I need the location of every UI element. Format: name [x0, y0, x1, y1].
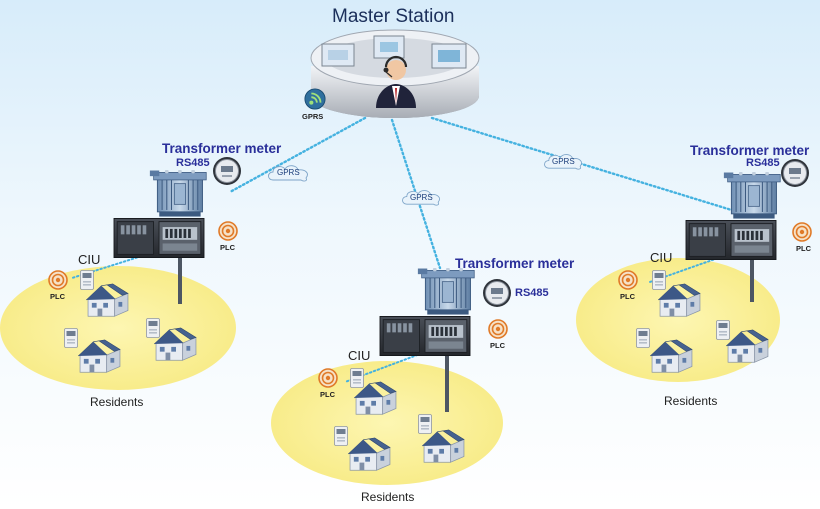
gprs-link-label: GPRS: [410, 193, 433, 202]
meter-icon: [350, 368, 364, 388]
plc-icon: [792, 222, 812, 242]
meter-icon: [146, 318, 160, 338]
meter-icon: [80, 270, 94, 290]
residents-label: Residents: [90, 395, 144, 409]
poles: [178, 240, 754, 412]
meter-icon: [652, 270, 666, 290]
residents-label: Residents: [664, 394, 718, 408]
meter-icon: [716, 320, 730, 340]
plc-icon: [318, 368, 338, 388]
meter-icon: [636, 328, 650, 348]
plc-label: PLC: [620, 292, 635, 301]
plc-label: PLC: [220, 243, 235, 252]
plc-label: PLC: [796, 244, 811, 253]
resident-zone-center: [271, 361, 503, 485]
rs485-label: RS485: [176, 157, 210, 169]
transformer-meter-label: Transformer meter: [162, 141, 282, 156]
gprs-link-label: GPRS: [552, 157, 575, 166]
rs485-label: RS485: [515, 287, 549, 299]
plc-icon: [218, 221, 238, 241]
ciu-label: CIU: [348, 348, 371, 363]
plc-label: PLC: [50, 292, 65, 301]
concentrator-icon: [113, 218, 205, 258]
plc-icon: [488, 319, 508, 339]
transformer-icon: [723, 172, 781, 220]
operator-icon: [376, 55, 416, 108]
residents-label: Residents: [361, 490, 415, 504]
meter-icon: [482, 278, 512, 308]
meter-icon: [334, 426, 348, 446]
plc-label: PLC: [490, 341, 505, 350]
rs485-label: RS485: [746, 157, 780, 169]
plc-icon: [48, 270, 68, 290]
ciu-label: CIU: [650, 250, 673, 265]
master-station-title: Master Station: [332, 6, 455, 27]
gprs-link-label: GPRS: [277, 168, 300, 177]
meter-icon: [780, 158, 810, 188]
transformer-icon: [417, 268, 475, 316]
meter-icon: [64, 328, 78, 348]
gprs-wireless-icon: [304, 88, 326, 110]
ciu-label: CIU: [78, 252, 101, 267]
concentrator-icon: [685, 220, 777, 260]
meter-icon: [212, 156, 242, 186]
resident-zone-left: [0, 266, 236, 390]
meter-icon: [418, 414, 432, 434]
transformer-icon: [149, 170, 207, 218]
gprs-label: GPRS: [302, 112, 324, 121]
plc-icon: [618, 270, 638, 290]
concentrator-icon: [379, 316, 471, 356]
transformer-meter-label: Transformer meter: [455, 256, 575, 271]
plc-label: PLC: [320, 390, 335, 399]
transformer-meter-label: Transformer meter: [690, 143, 810, 158]
gprs-links: [228, 116, 740, 270]
